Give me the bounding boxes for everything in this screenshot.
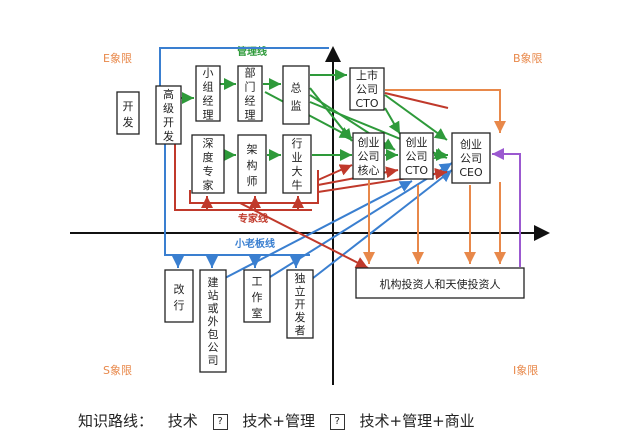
node-xiaozu-label: 经	[203, 95, 214, 108]
node-jiagou-label: 架	[247, 143, 258, 156]
node-shangshi-label: CTO	[355, 97, 378, 110]
node-hangye-label: 业	[292, 151, 303, 164]
node-xiaozu-label: 小	[203, 67, 214, 80]
node-ceo-label: 创业	[460, 138, 482, 151]
node-zongjian-label: 监	[291, 99, 302, 112]
management-lane-label: 管理线	[237, 45, 267, 58]
node-investors-box	[355, 267, 525, 299]
node-gaoji-label: 发	[163, 129, 174, 143]
footer-separator-icon: ?	[329, 413, 345, 430]
node-shangshi-box	[349, 67, 385, 111]
node-bumen-label: 经	[245, 95, 256, 108]
node-cto-label: CTO	[405, 164, 428, 177]
quadrant-s-label: S象限	[103, 364, 132, 377]
node-xiaozu-label: 组	[203, 80, 214, 94]
node-hexin-label: 创业	[358, 136, 380, 149]
node-hangye-label: 行	[292, 137, 303, 150]
node-shendu-label: 专	[203, 164, 214, 178]
node-jianzhan-label: 或	[208, 302, 219, 315]
node-duli-label: 者	[295, 324, 306, 337]
node-gaihang-label: 改	[174, 282, 185, 296]
node-hexin-label: 核心	[358, 163, 380, 177]
node-gongzuoshi-label: 室	[252, 306, 263, 320]
node-xiaozu-box	[195, 65, 221, 122]
node-gongzuoshi-label: 工	[252, 275, 263, 288]
node-gaoji-label: 级	[163, 102, 174, 115]
node-cto-box	[399, 132, 434, 180]
node-gaoji-box	[155, 85, 182, 145]
node-shendu-box	[191, 134, 225, 194]
node-bumen-box	[237, 65, 263, 122]
node-duli-label: 发	[295, 310, 306, 324]
node-jianzhan-label: 公	[208, 341, 219, 354]
node-investors-label: 机构投资人和天使投资人	[380, 277, 501, 291]
node-jiagou-label: 师	[247, 175, 258, 188]
footer-step-tech-mgmt: 技术+管理	[242, 412, 315, 430]
node-cto-label: 创业	[406, 136, 428, 149]
node-kaifa-label: 发	[123, 115, 134, 129]
node-jianzhan-label: 建	[208, 275, 219, 289]
node-gaoji-label: 开	[163, 116, 174, 129]
node-gongzuoshi-label: 作	[252, 291, 263, 304]
node-jianzhan-label: 外	[208, 315, 219, 328]
node-jiagou-box	[237, 134, 267, 194]
quadrant-e-label: E象限	[103, 52, 132, 65]
investor-feedback-arrow	[492, 148, 521, 267]
node-bumen-label: 门	[245, 80, 256, 94]
footer-separator-icon: ?	[212, 413, 228, 430]
node-ceo-box	[451, 132, 491, 184]
node-hangye-label: 大	[292, 164, 303, 178]
node-jianzhan-label: 包	[208, 328, 219, 341]
node-shangshi-label: 公司	[356, 83, 378, 96]
quadrant-i-label: I象限	[513, 364, 538, 377]
career-path-diagram: E象限 B象限 S象限 I象限 管理线 专家线 小老板线	[70, 45, 550, 385]
node-duli-label: 独	[295, 272, 306, 285]
footer-step-tech: 技术	[167, 412, 198, 430]
node-gaihang-box	[164, 269, 194, 323]
quadrant-b-label: B象限	[513, 52, 543, 65]
node-boxes: 开发高级开发小组经理部门经理总监深度专家架构师行业大牛上市公司CTO创业公司核心…	[116, 65, 525, 373]
node-ceo-label: CEO	[459, 166, 483, 179]
node-hexin-label: 公司	[358, 150, 380, 163]
node-zongjian-box	[282, 65, 310, 125]
node-jianzhan-box	[199, 269, 227, 373]
investor-arrows	[363, 89, 506, 264]
boss-lane-label: 小老板线	[234, 237, 275, 250]
node-jianzhan-label: 站	[208, 288, 219, 302]
node-kaifa-box	[116, 91, 140, 135]
expert-lane-arrows	[174, 92, 449, 269]
node-xiaozu-label: 理	[203, 109, 214, 122]
node-jiagou-label: 构	[247, 158, 258, 172]
node-zongjian-label: 总	[291, 80, 302, 94]
node-shendu-label: 度	[203, 150, 214, 164]
node-duli-label: 立	[295, 284, 306, 298]
node-bumen-label: 部	[245, 66, 256, 80]
node-gaoji-label: 高	[163, 87, 174, 101]
node-shendu-label: 家	[203, 178, 214, 192]
node-hangye-box	[282, 134, 312, 194]
node-kaifa-label: 开	[123, 100, 134, 113]
node-hexin-box	[352, 132, 385, 180]
node-ceo-label: 公司	[460, 152, 482, 165]
node-jianzhan-label: 司	[208, 354, 219, 367]
node-gaihang-label: 行	[174, 299, 185, 312]
node-bumen-label: 理	[245, 109, 256, 122]
expert-lane-label: 专家线	[238, 212, 268, 225]
node-cto-label: 公司	[406, 150, 428, 163]
node-shendu-label: 深	[203, 137, 214, 150]
footer-prefix: 知识路线：	[78, 412, 154, 430]
footer-knowledge-route: 知识路线： 技术 ? 技术+管理 ? 技术+管理+商业	[78, 410, 485, 431]
boss-lane-arrows	[159, 47, 453, 283]
node-duli-label: 开	[295, 298, 306, 311]
node-shangshi-label: 上市	[356, 68, 378, 82]
node-hangye-label: 牛	[292, 178, 303, 192]
node-gongzuoshi-box	[243, 269, 271, 323]
node-duli-box	[286, 269, 314, 339]
footer-step-tech-mgmt-biz: 技术+管理+商业	[359, 412, 475, 430]
